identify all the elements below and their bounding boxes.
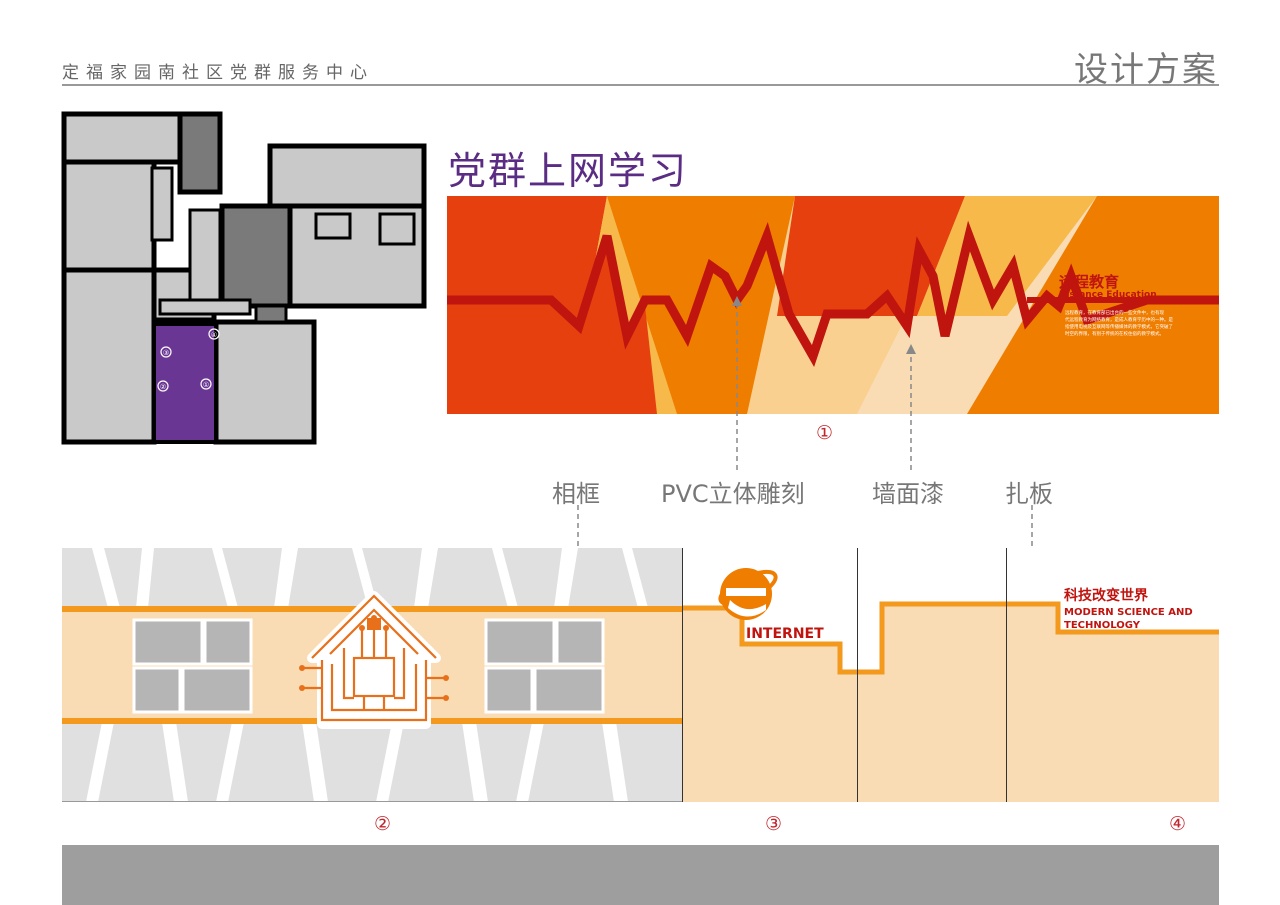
wall2-stripe — [492, 548, 518, 608]
footer-bar — [62, 845, 1219, 905]
document-type: 设计方案 — [1074, 50, 1218, 90]
wall1-body-line: 时空的界限，有别于传统的在校住宿的教学模式。 — [1065, 330, 1164, 337]
wall3-top-edge — [682, 601, 1219, 675]
callout-paint: 墙面漆 — [872, 480, 944, 508]
fp-room — [267, 143, 427, 209]
callout-frame: 相框 — [552, 480, 600, 508]
wall2-stripe — [376, 722, 404, 802]
fp-marker-label: ④ — [211, 331, 217, 339]
fp-marker — [160, 346, 172, 358]
base-line — [62, 801, 1219, 802]
photo-frame — [484, 666, 534, 714]
wall4-heading-cn: 科技改变世界 — [1064, 587, 1149, 604]
fp-room — [314, 212, 352, 240]
fp-marker — [208, 328, 220, 340]
wall-1-elevation: 远程教育 Distance Education 远程教育，在教育部已出台的一些文… — [447, 196, 1219, 414]
wall-2-number: ② — [374, 813, 392, 835]
wall2-stripe — [516, 722, 544, 802]
photo-frame — [132, 618, 204, 666]
project-name: 定福家园南社区党群服务中心 — [62, 63, 374, 83]
callout-board: 扎板 — [1005, 480, 1053, 508]
wall-2-elevation — [62, 548, 682, 802]
photo-frame — [203, 618, 253, 666]
wall1-heading-en: Distance Education — [1059, 290, 1157, 300]
photo-frame — [132, 666, 182, 714]
fp-room — [378, 212, 416, 246]
circuit-house-icon — [299, 591, 449, 729]
wall-4-number: ④ — [1169, 813, 1187, 835]
wall1-body-line: 代远程教育为网络教育，是成人教育学历中的一种。是 — [1065, 316, 1173, 323]
fp-room — [158, 298, 252, 316]
fp-marker — [200, 378, 212, 390]
fp-core — [219, 203, 293, 309]
internet-label: INTERNET — [746, 626, 824, 642]
wall-3-number: ③ — [765, 813, 783, 835]
photo-frame — [484, 618, 556, 666]
wall-1-number: ① — [816, 422, 834, 444]
fp-room — [188, 208, 222, 302]
wall4-heading-en-2: TECHNOLOGY — [1064, 620, 1141, 631]
fp-room — [150, 166, 174, 242]
wall1-body-line: 远程教育，在教育部已出台的一些文件中，也有现 — [1065, 309, 1164, 316]
wall1-band — [777, 196, 965, 316]
wall1-heading-cn: 远程教育 — [1059, 273, 1119, 291]
fp-room — [61, 267, 157, 445]
section-title: 党群上网学习 — [448, 149, 689, 193]
wall2-stripe — [162, 722, 188, 802]
photo-frame — [181, 666, 253, 714]
fp-room — [61, 159, 157, 273]
wall1-band — [967, 196, 1219, 414]
wall2-stripe — [462, 722, 488, 802]
fp-highlight-room — [152, 322, 218, 444]
fp-core — [177, 111, 223, 195]
wall2-stripe — [136, 548, 154, 608]
wall4-heading-en-1: MODERN SCIENCE AND — [1064, 607, 1193, 618]
wall2-stripe — [212, 548, 238, 608]
callout-pvc: PVC立体雕刻 — [661, 480, 805, 508]
fp-marker-label: ① — [203, 381, 209, 389]
wall2-stripe — [554, 548, 578, 608]
wall2-stripe — [216, 722, 244, 802]
wall2-stripe — [602, 722, 628, 802]
fp-core — [254, 304, 288, 324]
wall3-panel — [682, 604, 1219, 802]
fp-marker-label: ② — [160, 383, 166, 391]
photo-frame — [533, 666, 605, 714]
wall2-stripe — [92, 548, 120, 608]
wall2-stripe — [302, 722, 328, 802]
wall1-band — [917, 196, 1097, 316]
fp-room — [213, 319, 317, 445]
fp-marker-label: ③ — [163, 349, 169, 357]
fp-marker — [157, 380, 169, 392]
wall1-lower-left — [447, 236, 657, 414]
wall-3-4-elevation: INTERNET 科技改变世界 MODERN SCIENCE AND TECHN… — [682, 548, 1219, 802]
floor-plan: ④ ③ ② ① — [61, 111, 427, 445]
wall1-body-line: 指使用电视及互联网等传播媒体的教学模式，它突破了 — [1065, 323, 1173, 330]
internet-e-icon — [718, 568, 778, 620]
photo-frame — [555, 618, 605, 666]
header-divider — [62, 84, 1219, 86]
wall2-stripe — [86, 722, 114, 802]
wall2-stripe — [622, 548, 648, 608]
wall2-stripe — [414, 548, 438, 608]
wall2-stripe — [274, 548, 298, 608]
